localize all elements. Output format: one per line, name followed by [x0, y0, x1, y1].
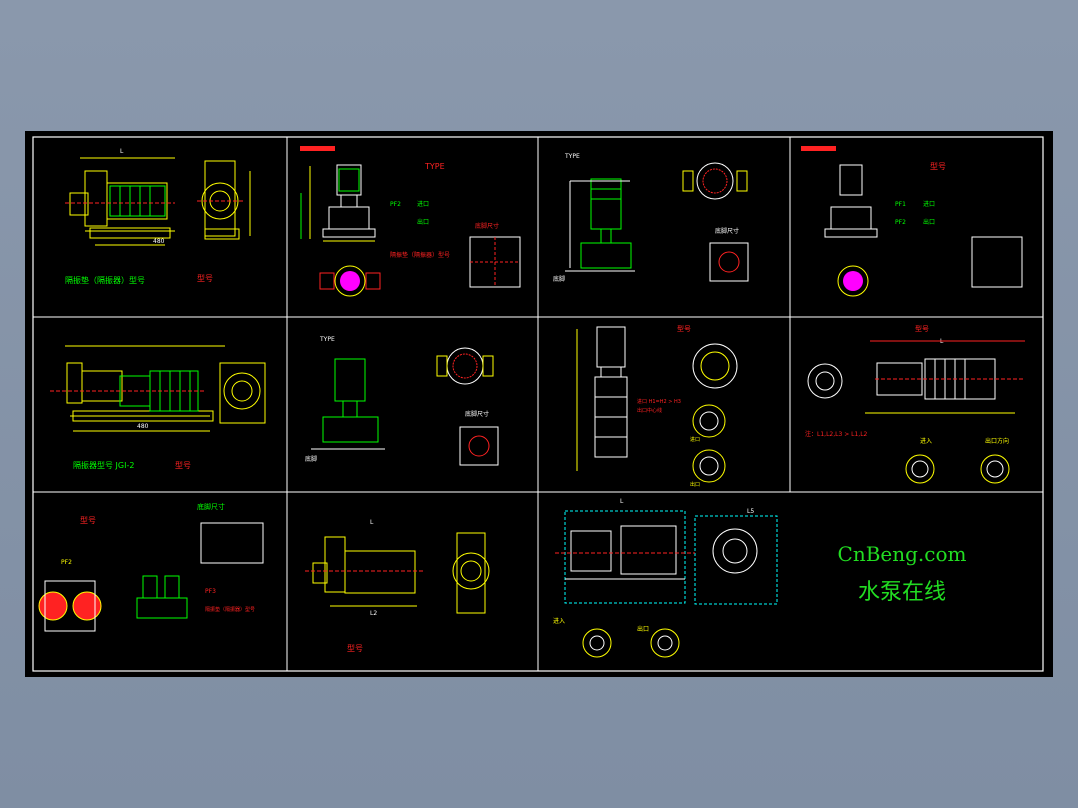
- c7-note2: 出口中心线: [637, 407, 662, 414]
- cell-11-split-case-pump[interactable]: L L5 进入 出口: [553, 498, 778, 658]
- c3-type-label: TYPE: [564, 153, 580, 160]
- c11-dim-L: L: [620, 498, 624, 505]
- c4-flange-in: 进口: [923, 200, 935, 208]
- c11-dim-L5: L5: [747, 508, 754, 515]
- c11-label-in: 进入: [553, 617, 565, 625]
- c9-note: 隔振垫（隔振器）型号: [205, 606, 255, 613]
- c5-base-label: 隔振器型号 JGI-2: [73, 460, 134, 470]
- watermark-name: 水泵在线: [858, 580, 946, 605]
- c3-ground-label: 底脚: [553, 275, 565, 283]
- c10-model-label: 型号: [347, 644, 363, 653]
- c7-model-label: 型号: [677, 324, 691, 333]
- cell-3-vertical-pump[interactable]: TYPE 底脚 底脚尺寸: [553, 153, 749, 283]
- cell-5-horizontal-pump-motor[interactable]: 480 隔振器型号 JGI-2 型号: [50, 345, 266, 470]
- c9-base-label: 底脚尺寸: [197, 502, 225, 511]
- cell-9-double-suction-pump[interactable]: 底脚尺寸 型号 PF2 PF3 隔振垫（隔振器）型号: [38, 502, 264, 632]
- cell-4-vertical-pump[interactable]: 型号 PF1 PF2 进口 出口: [801, 146, 1023, 297]
- cell-7-multistage-pump[interactable]: 型号 进口 H1=H2 > H3 出口中心线 进口 出口: [576, 324, 738, 488]
- c4-flange-out: 出口: [923, 218, 935, 226]
- c10-dim-L2: L2: [370, 610, 377, 617]
- c9-model-label: 型号: [80, 516, 96, 525]
- c1-dim-L: L: [120, 148, 124, 155]
- c7-label-out: 出口: [690, 481, 700, 488]
- c2-note: 隔振垫（隔振器）型号: [390, 251, 450, 259]
- c1-base-label: 隔振垫（隔振器）型号: [65, 275, 145, 285]
- c4-title-bar: [801, 146, 836, 151]
- c2-type-label: TYPE: [424, 162, 445, 171]
- c1-dim-480: 480: [153, 238, 165, 245]
- c7-label-in: 进口: [690, 436, 700, 443]
- c5-model-label: 型号: [175, 461, 191, 470]
- c9-dim-pf3: PF3: [205, 588, 216, 595]
- cell-10-horizontal-pump[interactable]: L L2 型号: [305, 519, 490, 653]
- cell-6-vertical-pump[interactable]: TYPE 底脚 底脚尺寸: [305, 336, 499, 466]
- watermark-site: CnBeng.com: [838, 542, 967, 566]
- c2-base-label: 底脚尺寸: [475, 222, 499, 230]
- c7-note: 进口 H1=H2 > H3: [637, 398, 681, 405]
- c8-model-label: 型号: [915, 324, 929, 333]
- c8-label-in: 进入: [920, 437, 932, 445]
- c2-flange-out: 出口: [417, 218, 429, 226]
- c10-dim-L: L: [370, 519, 374, 526]
- c9-dim-pf2: PF2: [61, 559, 72, 566]
- cell-1-horizontal-pump[interactable]: L 480 隔振垫（隔振器）型号 型号: [65, 148, 251, 285]
- c8-label-out: 出口方向: [985, 437, 1009, 445]
- c8-note: 注：L1,L2,L3 > L1,L2: [805, 430, 868, 438]
- cell-8-horizontal-multistage[interactable]: 型号 L 注：L1,L2,L3 > L1,L2 进入 出口方向: [805, 324, 1025, 484]
- c5-dim-480: 480: [137, 423, 149, 430]
- cad-drawing-canvas[interactable]: L 480 隔振垫（隔振器）型号 型号 TYPE PF2 进口 出口 隔振垫（隔…: [25, 131, 1053, 677]
- cell-2-vertical-pump[interactable]: TYPE PF2 进口 出口 隔振垫（隔振器）型号 底脚尺寸: [300, 146, 521, 297]
- c2-dim-pf2: PF2: [390, 201, 401, 208]
- c1-model-label: 型号: [197, 274, 213, 283]
- c4-model-label: 型号: [930, 162, 946, 171]
- c4-dim-pf2: PF2: [895, 219, 906, 226]
- c2-title-bar: [300, 146, 335, 151]
- cell-grid: [33, 137, 1043, 671]
- c11-label-out: 出口: [637, 625, 649, 633]
- c6-ground-label: 底脚: [305, 455, 317, 463]
- c3-base-label: 底脚尺寸: [715, 227, 739, 235]
- c2-flange-in: 进口: [417, 200, 429, 208]
- c4-dim-pf1: PF1: [895, 201, 906, 208]
- c6-base-label: 底脚尺寸: [465, 410, 489, 418]
- c6-type-label: TYPE: [319, 336, 335, 343]
